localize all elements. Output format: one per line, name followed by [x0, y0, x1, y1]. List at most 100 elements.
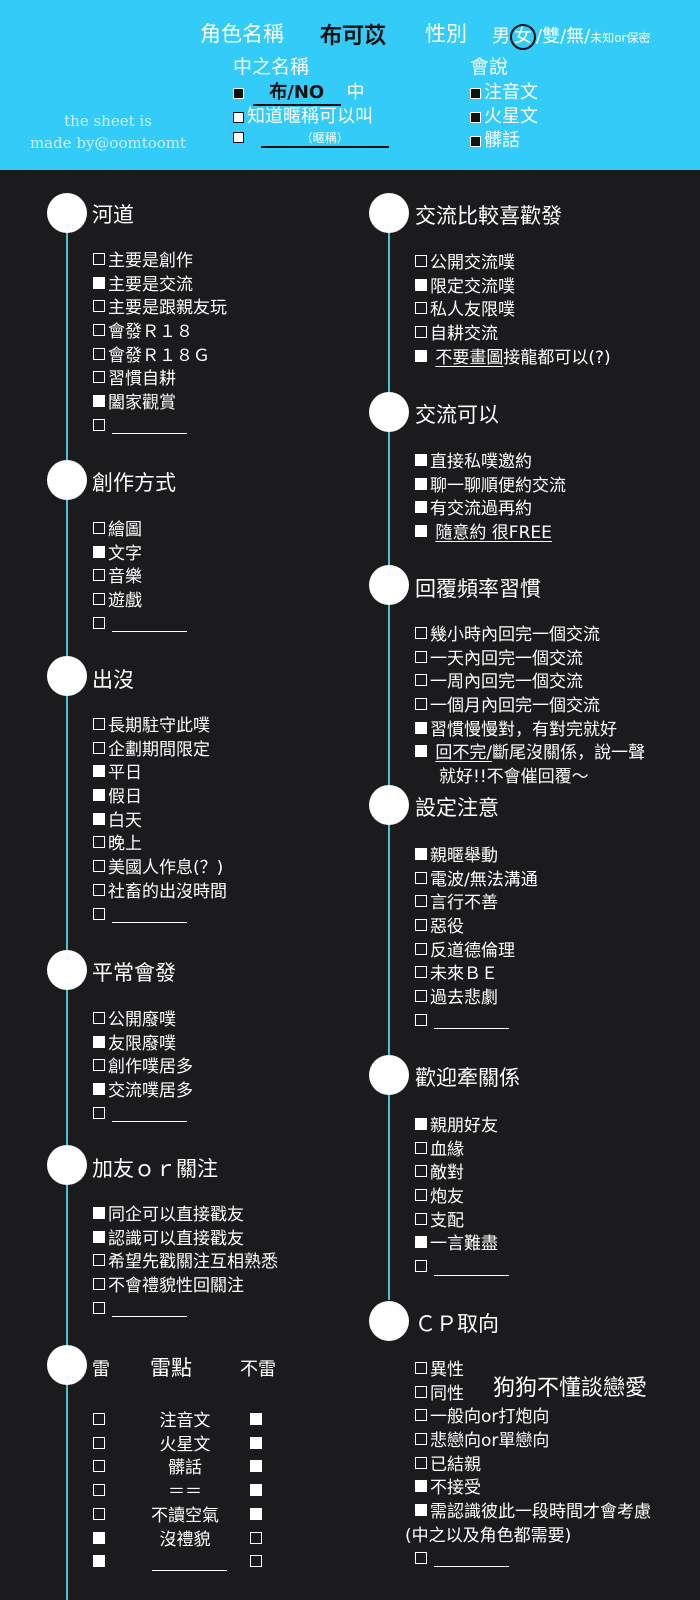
checkbox[interactable] — [415, 1409, 427, 1422]
thunder-checkbox[interactable] — [93, 1484, 105, 1497]
checkbox[interactable] — [415, 966, 427, 979]
checkbox[interactable] — [415, 326, 427, 339]
checkbox-checked[interactable] — [415, 1118, 427, 1130]
thunder-checkbox[interactable] — [250, 1436, 262, 1449]
checkbox-checked[interactable] — [415, 501, 427, 514]
checkbox[interactable] — [93, 418, 105, 431]
nick-blank-checkbox[interactable] — [233, 131, 244, 143]
checkbox-checked[interactable] — [93, 1230, 105, 1243]
checkbox[interactable] — [415, 871, 427, 884]
checkbox[interactable] — [415, 1456, 427, 1469]
checkbox-checked[interactable] — [415, 454, 427, 466]
checkbox-checked[interactable] — [93, 1207, 105, 1219]
checkbox-checked[interactable] — [415, 848, 427, 860]
thunder-checkbox[interactable] — [250, 1507, 262, 1520]
checkbox[interactable] — [93, 616, 105, 629]
checkbox[interactable] — [93, 1254, 105, 1267]
thunder-checkbox[interactable] — [93, 1460, 105, 1473]
checkbox[interactable] — [415, 1165, 427, 1178]
checkbox[interactable] — [415, 990, 427, 1003]
checkbox[interactable] — [93, 347, 105, 360]
checkbox[interactable] — [415, 255, 427, 267]
checkbox[interactable] — [415, 698, 427, 711]
checkbox[interactable] — [93, 1012, 105, 1024]
speak-checkbox-3[interactable] — [470, 135, 481, 147]
checkbox[interactable] — [415, 1551, 427, 1564]
nakanohito-checkbox[interactable] — [233, 87, 244, 99]
checkbox[interactable] — [93, 569, 105, 582]
checkbox[interactable] — [93, 836, 105, 849]
checkbox[interactable] — [415, 1362, 427, 1374]
thunder-checkbox[interactable] — [250, 1484, 262, 1497]
checkbox[interactable] — [93, 371, 105, 384]
blank-line-input[interactable] — [112, 419, 187, 435]
checkbox-checked[interactable] — [93, 276, 105, 289]
thunder-checkbox[interactable] — [93, 1555, 105, 1568]
checkbox[interactable] — [415, 674, 427, 687]
blank-line-input[interactable] — [152, 1556, 227, 1571]
checkbox[interactable] — [93, 883, 105, 896]
blank-line-input[interactable] — [112, 908, 187, 923]
checkbox-checked[interactable] — [415, 278, 427, 291]
checkbox[interactable] — [93, 300, 105, 313]
checkbox[interactable] — [415, 919, 427, 932]
checkbox-checked[interactable] — [415, 477, 427, 490]
checkbox[interactable] — [415, 350, 427, 362]
checkbox[interactable] — [415, 627, 427, 639]
gender-unknown[interactable]: 未知or保密 — [590, 31, 651, 45]
checkbox[interactable] — [415, 1212, 427, 1225]
checkbox[interactable] — [415, 895, 427, 908]
thunder-checkbox[interactable] — [250, 1413, 262, 1425]
thunder-checkbox[interactable] — [250, 1460, 262, 1473]
checkbox-checked[interactable] — [93, 1035, 105, 1048]
checkbox[interactable] — [415, 525, 427, 537]
checkbox[interactable] — [415, 1141, 427, 1154]
blank-line-input[interactable] — [434, 1261, 509, 1276]
checkbox-checked[interactable] — [93, 789, 105, 802]
checkbox[interactable] — [415, 1385, 427, 1398]
checkbox-checked[interactable] — [415, 1480, 427, 1493]
thunder-checkbox[interactable] — [93, 1436, 105, 1449]
checkbox-checked[interactable] — [415, 721, 427, 734]
checkbox[interactable] — [415, 942, 427, 955]
checkbox[interactable] — [415, 1433, 427, 1446]
checkbox[interactable] — [93, 1278, 105, 1291]
speak-checkbox-1[interactable] — [470, 87, 481, 99]
checkbox[interactable] — [415, 650, 427, 663]
gender-female-circled[interactable]: 女 — [510, 24, 536, 50]
thunder-checkbox[interactable] — [93, 1531, 105, 1544]
thunder-checkbox[interactable] — [250, 1531, 262, 1544]
checkbox[interactable] — [93, 253, 105, 265]
checkbox-checked[interactable] — [93, 1083, 105, 1096]
checkbox[interactable] — [93, 593, 105, 606]
blank-line-input[interactable] — [112, 617, 187, 633]
checkbox-checked[interactable] — [93, 545, 105, 558]
checkbox[interactable] — [93, 1301, 105, 1314]
nick-blank-input[interactable]: （暱稱） — [260, 129, 389, 148]
checkbox-checked[interactable] — [93, 765, 105, 778]
nick-option-checkbox[interactable] — [233, 111, 244, 123]
checkbox[interactable] — [93, 718, 105, 730]
checkbox[interactable] — [415, 1260, 427, 1273]
blank-line-input[interactable] — [112, 1107, 187, 1123]
blank-line-input[interactable] — [112, 1302, 187, 1318]
checkbox-checked[interactable] — [415, 1236, 427, 1249]
gender-male[interactable]: 男 — [492, 26, 510, 47]
thunder-checkbox[interactable] — [93, 1507, 105, 1520]
checkbox[interactable] — [93, 324, 105, 337]
thunder-checkbox[interactable] — [93, 1413, 105, 1425]
checkbox[interactable] — [93, 741, 105, 754]
checkbox-checked[interactable] — [93, 395, 105, 408]
checkbox[interactable] — [415, 1189, 427, 1202]
checkbox[interactable] — [93, 1106, 105, 1119]
checkbox[interactable] — [93, 522, 105, 534]
checkbox[interactable] — [415, 1013, 427, 1026]
thunder-checkbox[interactable] — [250, 1555, 262, 1568]
blank-line-input[interactable] — [434, 1552, 509, 1567]
checkbox-checked[interactable] — [93, 812, 105, 825]
checkbox[interactable] — [93, 1059, 105, 1072]
checkbox[interactable] — [415, 745, 427, 757]
speak-checkbox-2[interactable] — [470, 111, 481, 123]
checkbox[interactable] — [93, 860, 105, 873]
checkbox-checked[interactable] — [415, 1504, 427, 1517]
